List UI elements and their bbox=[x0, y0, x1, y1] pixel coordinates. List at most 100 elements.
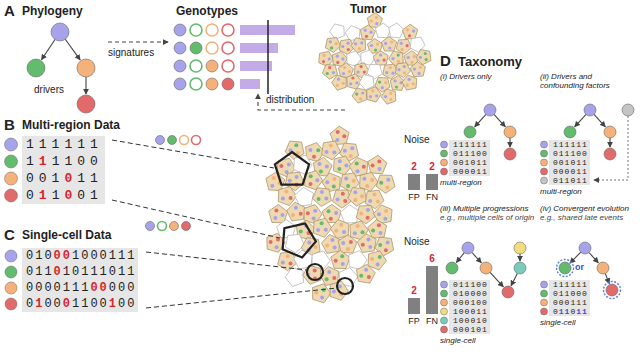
tumor-cell bbox=[303, 265, 321, 284]
genotype-circle bbox=[51, 23, 69, 41]
phylogeny-edge bbox=[494, 114, 505, 126]
row-genotype-marker bbox=[5, 298, 17, 310]
cell-mutation-dot bbox=[361, 91, 364, 94]
cell-mutation-dot bbox=[377, 212, 381, 216]
matrix-row: 011011 bbox=[549, 307, 590, 316]
cell-mutation-dot bbox=[389, 98, 392, 101]
row-genotype-marker bbox=[5, 189, 18, 202]
cell-mutation-dot bbox=[328, 66, 331, 69]
cell-mutation-dot bbox=[395, 85, 398, 88]
cell-mutation-dot bbox=[388, 46, 391, 49]
cell-mutation-dot bbox=[391, 57, 394, 60]
cell-mutation-dot bbox=[384, 42, 387, 45]
row-genotype-marker bbox=[541, 281, 548, 288]
cell-mutation-dot bbox=[353, 231, 357, 235]
cell-mutation-dot bbox=[332, 276, 336, 280]
row-genotype-marker bbox=[441, 168, 448, 175]
tumor-cell bbox=[368, 220, 387, 239]
signatures-arrow bbox=[108, 41, 168, 42]
cell-mutation-dot bbox=[273, 216, 277, 220]
cell-mutation-dot bbox=[356, 224, 360, 228]
cell-mutation-dot bbox=[313, 269, 317, 273]
matrix-row: 010001100100 bbox=[22, 296, 138, 312]
matrix-cell: 0000111 bbox=[26, 281, 90, 295]
row-genotype-marker bbox=[541, 168, 548, 175]
sampled-cell bbox=[337, 278, 353, 294]
tumor-cell bbox=[368, 155, 387, 174]
cell-mutation-dot bbox=[412, 82, 415, 85]
matrix-cell: 00 bbox=[44, 297, 62, 311]
genotype-circle bbox=[206, 42, 218, 54]
tumor-cell bbox=[402, 75, 417, 90]
matrix-cell: 1100 bbox=[72, 297, 109, 311]
cell-mutation-dot bbox=[341, 45, 344, 48]
phylogeny-edge bbox=[509, 138, 510, 147]
genotype-circle bbox=[606, 284, 618, 296]
cell-mutation-dot bbox=[376, 263, 380, 267]
genotype-circle bbox=[156, 136, 165, 145]
tumor-cell bbox=[347, 74, 362, 89]
case-heading: (iii) Multiple progressionse.g., multipl… bbox=[440, 204, 538, 222]
cell-mutation-dot bbox=[367, 237, 371, 241]
cell-mutation-dot bbox=[358, 47, 361, 50]
genotype-circle bbox=[222, 42, 234, 54]
cell-mutation-dot bbox=[294, 143, 298, 147]
phylogeny-edge bbox=[575, 114, 586, 126]
genotype-circle bbox=[174, 78, 186, 90]
genotype-circle bbox=[190, 60, 202, 72]
tumor-cell bbox=[305, 171, 323, 190]
matrix-cell: 011100 bbox=[453, 149, 488, 158]
sampling-line bbox=[146, 288, 337, 308]
cell-mutation-dot bbox=[324, 196, 328, 200]
cell-mutation-dot bbox=[318, 162, 322, 166]
phylogeny-edge bbox=[475, 114, 486, 126]
matrix-row: 011100 bbox=[549, 149, 590, 158]
matrix-row: 000101 bbox=[449, 325, 490, 334]
cell-mutation-dot bbox=[342, 134, 346, 138]
cell-mutation-dot bbox=[362, 165, 366, 169]
cell-mutation-dot bbox=[288, 179, 292, 183]
cell-mutation-dot bbox=[379, 181, 383, 185]
case-heading: (iv) Convergent evolutione.g., shared la… bbox=[540, 204, 636, 222]
cell-mutation-dot bbox=[353, 198, 357, 202]
matrix-row: 111111 bbox=[22, 136, 105, 153]
matrix-cell: 0 bbox=[570, 307, 576, 316]
genotype-circle bbox=[484, 104, 496, 116]
axis-label: FP bbox=[404, 316, 424, 326]
cell-mutation-dot bbox=[384, 209, 388, 213]
cell-mutation-dot bbox=[377, 223, 381, 227]
cell-mutation-dot bbox=[349, 82, 352, 85]
cell-mutation-dot bbox=[376, 200, 380, 204]
cell-mutation-dot bbox=[314, 245, 318, 249]
matrix-cell: 000101 bbox=[453, 325, 488, 334]
matrix-row: 011010111011 bbox=[22, 264, 138, 280]
cell-mutation-dot bbox=[343, 66, 346, 69]
matrix-cell: 00 bbox=[54, 249, 72, 263]
genotype-circle bbox=[190, 42, 202, 54]
matrix-row: 001011 bbox=[449, 158, 490, 167]
bar-value: 2 bbox=[404, 285, 424, 296]
matrix-cell: 00 bbox=[90, 281, 108, 295]
cell-mutation-dot bbox=[377, 159, 381, 163]
cell-mutation-dot bbox=[346, 247, 350, 251]
tumor-cell bbox=[322, 141, 341, 160]
matrix-cell: 000011 bbox=[453, 167, 488, 176]
noise-bar bbox=[408, 174, 420, 190]
cell-mutation-dot bbox=[360, 41, 363, 44]
data-type: single-cell bbox=[540, 318, 576, 327]
tumor-cell bbox=[352, 88, 367, 103]
cell-mutation-dot bbox=[309, 182, 313, 186]
tumor-cell bbox=[348, 188, 367, 207]
tumor-cell bbox=[266, 172, 285, 190]
row-genotype-marker bbox=[541, 177, 548, 184]
matrix-cell: 0 bbox=[54, 265, 63, 279]
matrix-cell: 111111 bbox=[26, 137, 103, 152]
matrix-cell: 000 bbox=[109, 281, 137, 295]
cell-mutation-dot bbox=[379, 231, 383, 235]
case-title: (i) Drivers only bbox=[440, 72, 536, 81]
row-genotype-marker bbox=[441, 141, 448, 148]
cell-mutation-dot bbox=[406, 84, 409, 87]
matrix-row: 000011 bbox=[449, 167, 490, 176]
case-example: e.g., shared late events bbox=[540, 213, 636, 222]
cell-mutation-dot bbox=[333, 245, 337, 249]
